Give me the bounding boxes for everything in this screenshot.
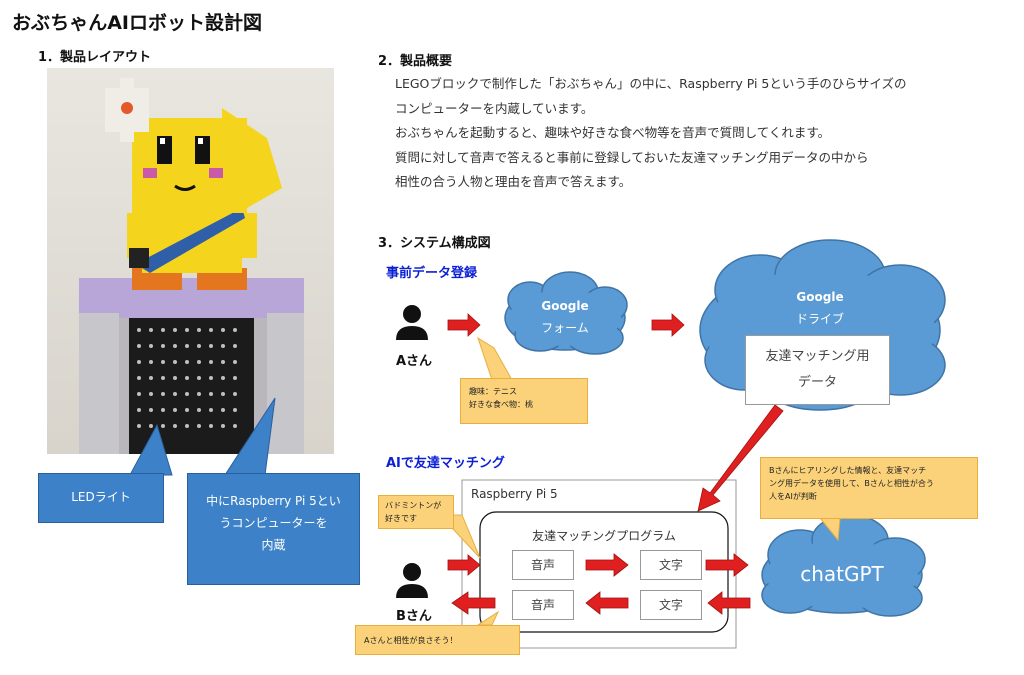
drive-cloud-label-1: Google — [796, 290, 844, 304]
person-b-note: バドミントンが 好きです — [378, 495, 454, 529]
page-title: おぶちゃんAIロボット設計図 — [12, 12, 262, 34]
person-a-icon — [396, 305, 428, 340]
form-cloud-label-1: Google — [541, 299, 589, 313]
voice-input-box: 音声 — [512, 550, 574, 580]
arrow-program-to-b — [451, 591, 496, 615]
section-overview-heading: 2．製品概要 — [378, 54, 453, 69]
pi-callout-line: 内蔵 — [261, 538, 286, 552]
robot-photo — [47, 68, 334, 454]
led-callout: LEDライト — [38, 473, 164, 523]
arrow-drive-to-program — [697, 404, 784, 512]
raspberry-pi-callout: 中にRaspberry Pi 5とい うコンピューターを 内蔵 — [187, 473, 360, 585]
ai-note-line-3: 人をAIが判断 — [769, 492, 817, 501]
arrow-voice-to-text — [585, 553, 629, 577]
chatgpt-label: chatGPT — [800, 562, 884, 586]
form-cloud-label-2: フォーム — [541, 321, 589, 335]
voice-output-box: 音声 — [512, 590, 574, 620]
overview-line: LEGOブロックで制作した「おぶちゃん」の中に、Raspberry Pi 5とい… — [395, 76, 907, 91]
matching-data-box: 友達マッチング用 データ — [745, 335, 890, 405]
product-overview: LEGOブロックで制作した「おぶちゃん」の中に、Raspberry Pi 5とい… — [395, 72, 907, 195]
text-input-label: 文字 — [658, 558, 683, 572]
pi-callout-line: うコンピューターを — [219, 516, 328, 530]
overview-line: コンピューターを内蔵しています。 — [395, 100, 594, 116]
section-system-heading: 3．システム構成図 — [378, 236, 491, 251]
matching-data-label-1: 友達マッチング用 — [765, 349, 870, 364]
note-a-tail — [477, 336, 513, 381]
registration-heading: 事前データ登録 — [386, 266, 478, 281]
matching-data-label-2: データ — [797, 375, 837, 390]
reply-note-text: Aさんと相性が良さそう！ — [364, 636, 458, 645]
reply-note: Aさんと相性が良さそう！ — [355, 625, 520, 655]
arrow-form-to-drive — [651, 313, 685, 337]
matching-heading: AIで友達マッチング — [386, 456, 505, 471]
robot-illustration — [79, 78, 304, 454]
ai-note-line-2: ング用データを使用して、Bさんと相性が合う — [769, 479, 934, 488]
overview-line: 質問に対して音声で答えると事前に登録しておいた友達マッチング用データの中から — [395, 149, 869, 165]
led-callout-label: LEDライト — [71, 490, 131, 504]
person-b-label: Bさん — [396, 609, 432, 624]
text-input-box: 文字 — [640, 550, 702, 580]
voice-output-label: 音声 — [530, 598, 555, 612]
arrow-a-to-form — [447, 313, 481, 337]
ai-note-line-1: Bさんにヒアリングした情報と、友達マッチ — [769, 466, 927, 475]
raspberry-pi-label: Raspberry Pi 5 — [471, 487, 558, 501]
pi-callout-line: 中にRaspberry Pi 5とい — [206, 494, 341, 508]
section-layout-heading: 1．製品レイアウト — [38, 50, 152, 65]
person-a-note-line-2: 好きな食べ物：桃 — [469, 400, 533, 409]
text-output-label: 文字 — [658, 598, 683, 612]
voice-input-label: 音声 — [530, 558, 555, 572]
arrow-chatgpt-to-text — [707, 591, 751, 615]
person-b-note-line-1: バドミントンが — [385, 501, 442, 510]
person-b-note-line-2: 好きです — [385, 514, 417, 523]
person-a-note: 趣味：テニス 好きな食べ物：桃 — [460, 378, 588, 424]
ai-judgement-note: Bさんにヒアリングした情報と、友達マッチ ング用データを使用して、Bさんと相性が… — [760, 457, 978, 519]
matching-program-label: 友達マッチングプログラム — [532, 529, 676, 543]
arrow-b-to-program — [447, 554, 481, 576]
person-a-note-line-1: 趣味：テニス — [469, 387, 517, 396]
person-a-label: Aさん — [396, 354, 433, 369]
drive-cloud-label-2: ドライブ — [795, 312, 844, 326]
overview-line: おぶちゃんを起動すると、趣味や好きな食べ物等を音声で質問してくれます。 — [395, 125, 831, 140]
overview-line: 相性の合う人物と理由を音声で答えます。 — [395, 174, 632, 189]
text-output-box: 文字 — [640, 590, 702, 620]
arrow-text-to-chatgpt — [705, 553, 749, 577]
person-b-icon — [396, 563, 428, 598]
arrow-text-to-voice — [585, 591, 629, 615]
